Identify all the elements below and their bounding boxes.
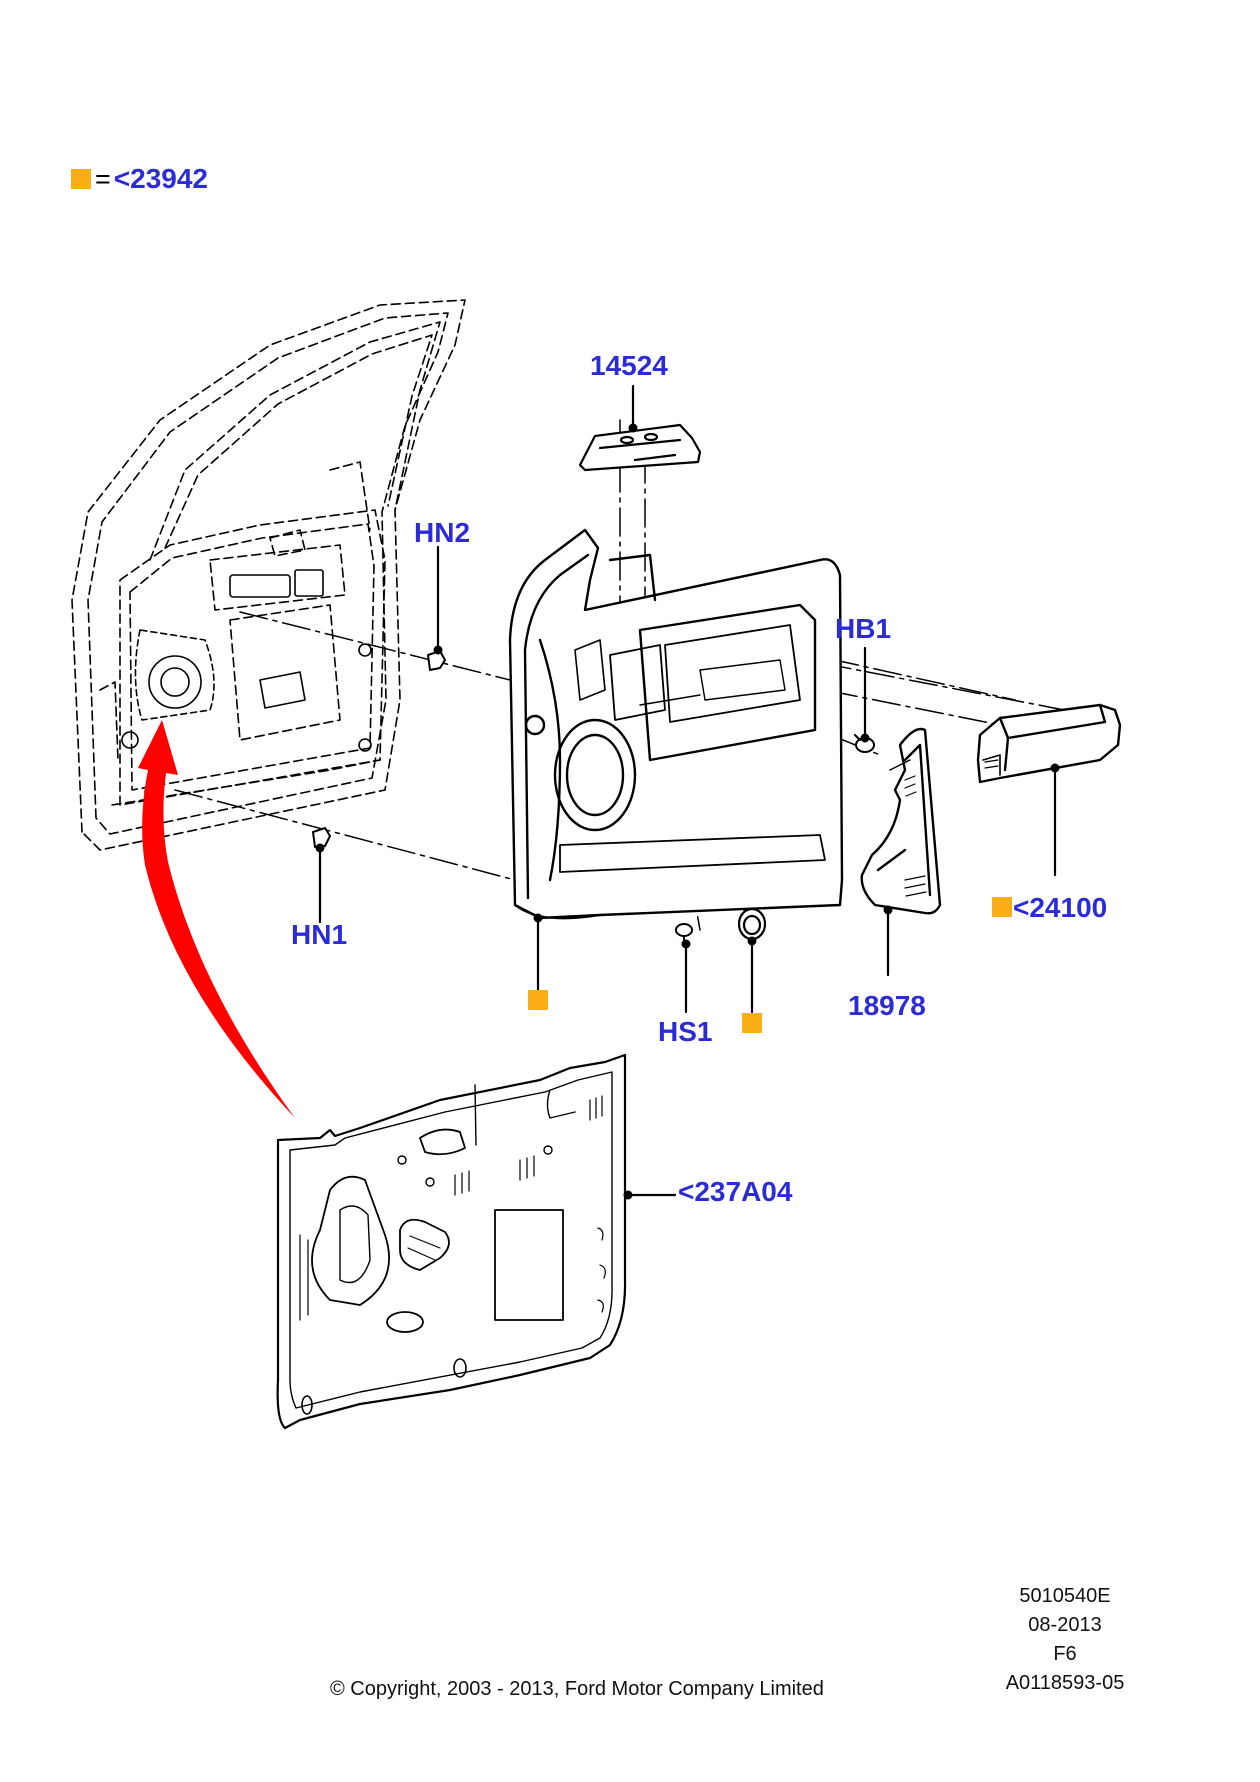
part-hn1-clip [312, 827, 331, 848]
part-grommet [737, 907, 767, 941]
install-arrow [138, 720, 295, 1118]
document-ids: 5010540E 08-2013 F6 A0118593-05 [990, 1582, 1140, 1698]
callout-237a04[interactable]: <237A04 [678, 1176, 793, 1207]
legend-reference: <23942 [113, 163, 208, 194]
leader-dot-door-trim [533, 913, 543, 923]
legend-equals: = [95, 163, 111, 194]
callout-18978[interactable]: 18978 [848, 990, 926, 1021]
illustration-id: A0118593-05 [1005, 1672, 1125, 1694]
door-trim-panel [508, 528, 844, 920]
callout-hs1[interactable]: HS1 [658, 1016, 713, 1047]
callout-14524[interactable]: 14524 [590, 350, 668, 381]
doc-id: 5010540E [1019, 1585, 1111, 1607]
part-14524-bezel [578, 423, 702, 472]
doc-date: 08-2013 [1028, 1614, 1102, 1636]
leader-dot-hn2 [433, 645, 443, 655]
callout-hn1[interactable]: HN1 [291, 919, 348, 950]
copyright-notice: © Copyright, 2003 - 2013, Ford Motor Com… [330, 1678, 824, 1700]
leader-dot-hn1 [315, 843, 325, 853]
callout-hn2[interactable]: HN2 [414, 517, 471, 548]
leader-dot-14524 [628, 423, 638, 433]
doc-page: F6 [1053, 1643, 1077, 1665]
leader-dot-hs1 [681, 939, 691, 949]
leader-dot-18978 [883, 905, 893, 915]
legend: = <23942 [71, 163, 208, 194]
leader-dot-hb1 [860, 733, 870, 743]
leader-dot-237a04 [623, 1190, 633, 1200]
callout-24100[interactable]: <24100 [1013, 892, 1108, 923]
part-18978-trim [860, 727, 942, 915]
leader-dot-grommet [747, 936, 757, 946]
leader-dot-24100 [1050, 763, 1060, 773]
part-24100-armrest [976, 703, 1122, 784]
marker-grommet [742, 1013, 762, 1033]
marker-door-trim [528, 990, 548, 1010]
callout-hb1[interactable]: HB1 [835, 613, 892, 644]
legend-marker [71, 169, 91, 189]
marker-24100 [992, 897, 1012, 917]
part-237a04-watershield [276, 1053, 627, 1430]
